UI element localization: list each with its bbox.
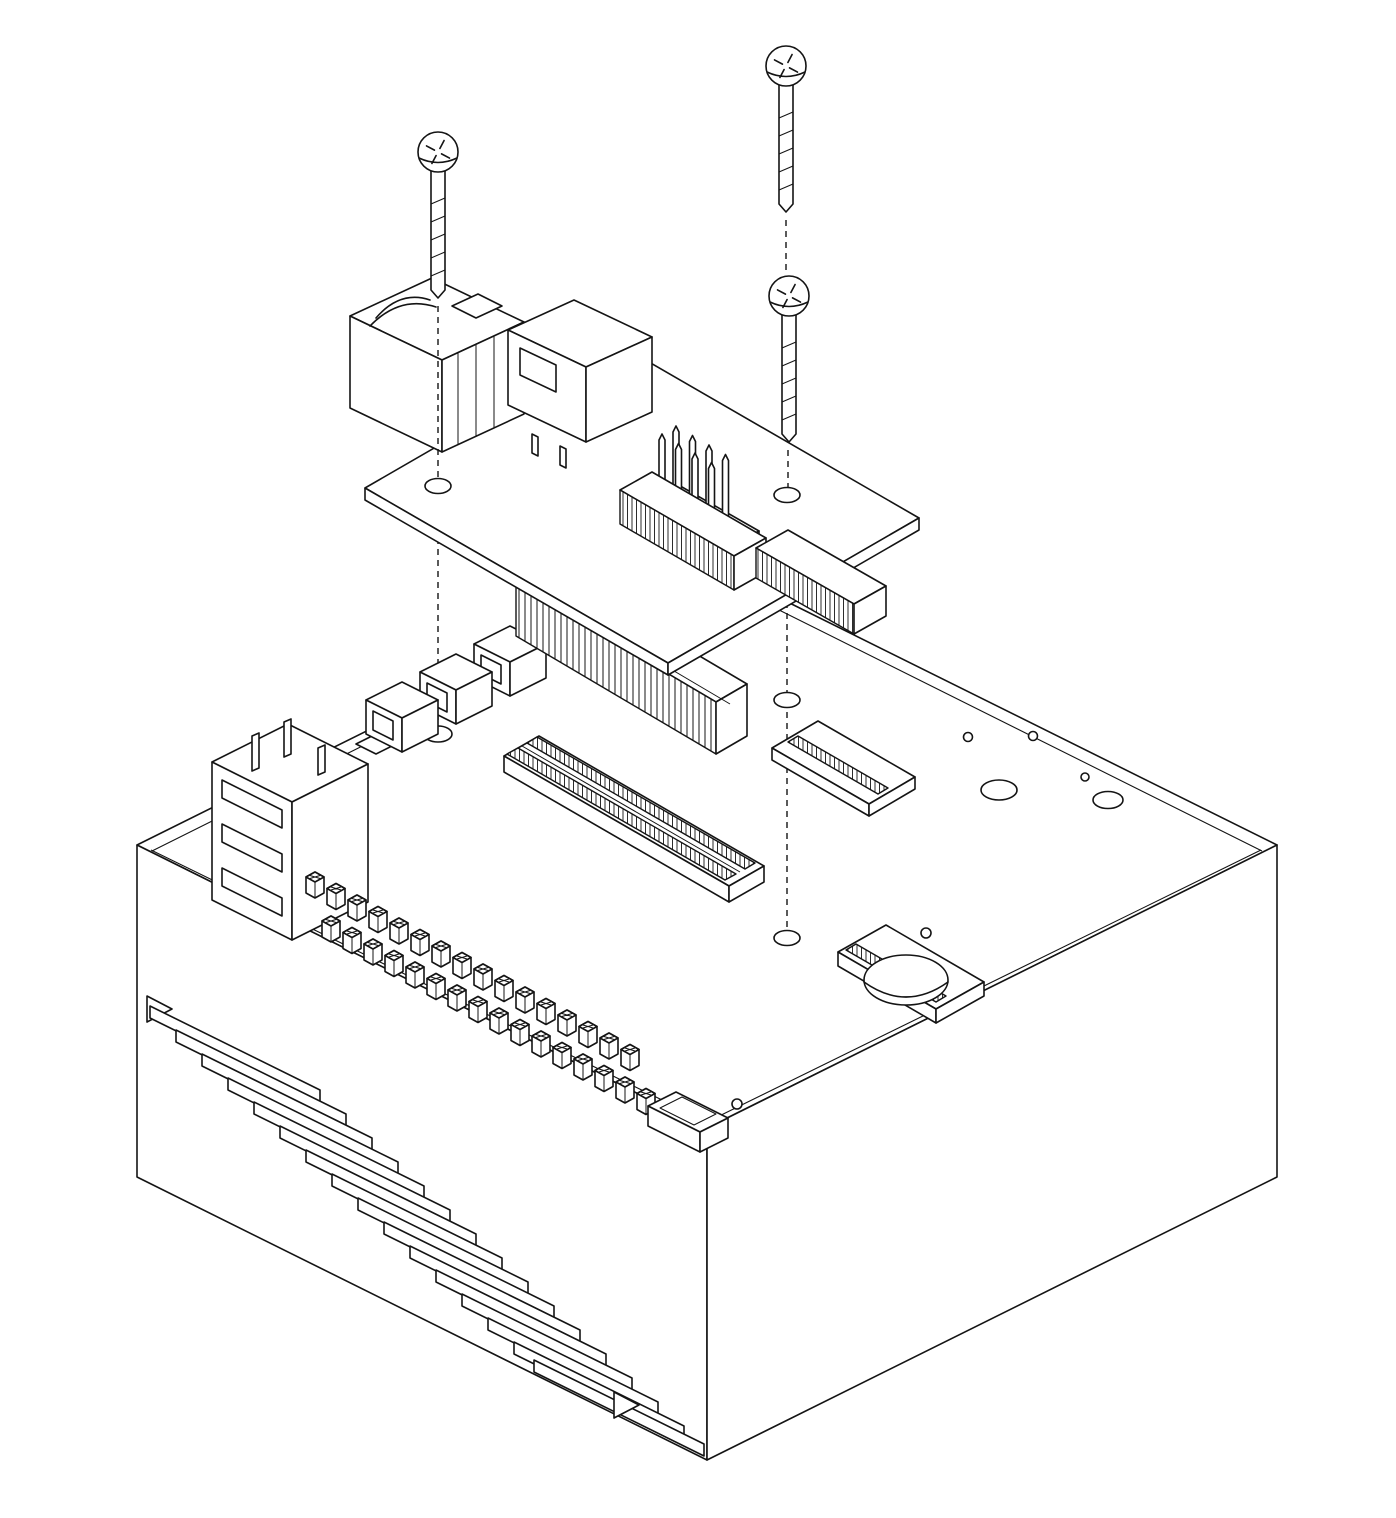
connector-peg <box>531 433 539 457</box>
micro-usb: Micro-USB port <box>647 1091 729 1153</box>
daughterboard: I/O daughterboard PCB Mounting holes Loc… <box>349 277 920 676</box>
vent-triangle-bottom <box>613 1391 640 1419</box>
pin-post <box>251 732 260 772</box>
connector-peg <box>559 445 567 469</box>
edge-module-long: Card-edge connector, long <box>619 471 767 591</box>
mounting-holes-motherboard: Mounting holes <box>423 691 1124 1110</box>
pin-post <box>283 718 292 758</box>
io-port-slot <box>221 867 283 917</box>
io-stack: Stacked I/O connector block <box>211 723 369 941</box>
connector-latch <box>451 293 503 319</box>
power-connector: Locking power connector <box>349 277 525 453</box>
pin-post <box>317 744 326 776</box>
board-connector: Dual-row board-to-board connector <box>503 735 765 903</box>
micro-usb-opening <box>659 1096 717 1126</box>
mounting-holes-daughterboard: Mounting holes <box>424 477 801 504</box>
jack-connector: Socket connector <box>507 299 653 469</box>
coin-battery: Coin-cell battery <box>863 954 949 1006</box>
screw-top-right: Phillips pan-head screw (top right) <box>765 45 807 213</box>
edge-module-short: Card-edge connector, short <box>755 529 887 635</box>
vent-slats: Ventilation slots <box>146 995 705 1457</box>
io-port-slot <box>221 823 283 873</box>
chassis-right-face <box>706 844 1278 1461</box>
screw-lower-right: Phillips pan-head screw (lower right) <box>768 275 810 443</box>
jack-connector-opening <box>519 347 557 393</box>
jack-row: Row of jack connectors <box>365 625 547 753</box>
mini-socket: Mini card socket <box>771 720 916 817</box>
alignment-lines-upper: Screw alignment centerlines <box>437 306 789 487</box>
jack-opening <box>372 710 394 741</box>
io-port-slot <box>221 779 283 829</box>
screw-left: Phillips pan-head screw (left) <box>417 131 459 299</box>
